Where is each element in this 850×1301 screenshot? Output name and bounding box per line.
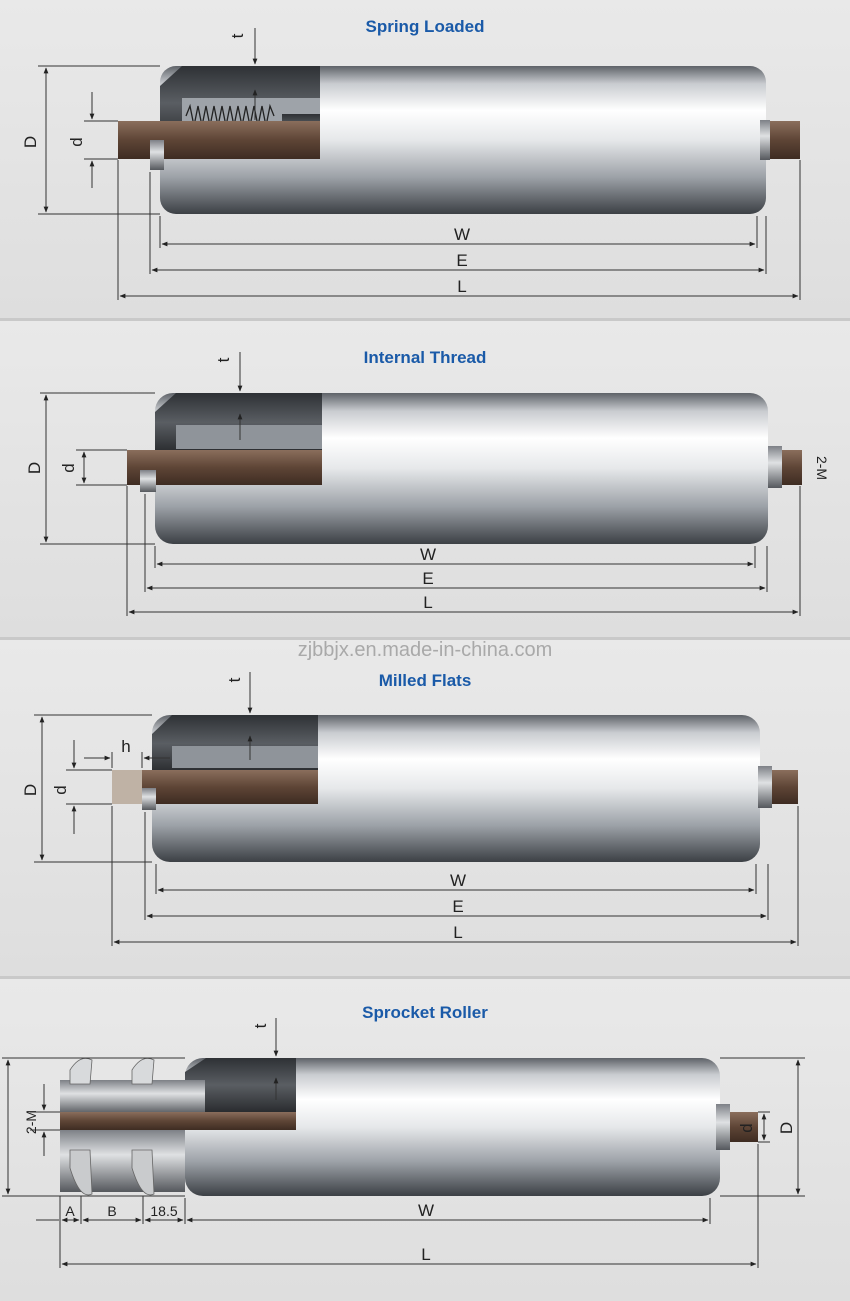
dim-label-W: W bbox=[454, 225, 470, 244]
dim-label-E: E bbox=[422, 569, 433, 588]
dim-label-d: d bbox=[51, 785, 70, 794]
dim-label-offset: 18.5 bbox=[150, 1203, 177, 1219]
milled-flat bbox=[112, 770, 142, 804]
shaft-end bbox=[766, 121, 800, 159]
dim-label-L: L bbox=[457, 277, 466, 296]
dim-label-B: B bbox=[107, 1203, 116, 1219]
dim-label-d: d bbox=[59, 463, 78, 472]
shaft-end bbox=[730, 1112, 758, 1142]
roller-tube bbox=[185, 1058, 720, 1196]
dim-label-t: t bbox=[214, 357, 233, 362]
sprocket-teeth bbox=[69, 1057, 155, 1196]
panel-title-milled-flats: Milled Flats bbox=[378, 671, 472, 690]
milled-flats-dimensions bbox=[34, 672, 799, 946]
dim-label-t: t bbox=[225, 677, 244, 682]
shaft-end bbox=[772, 770, 798, 804]
panel-title-spring-loaded: Spring Loaded bbox=[365, 17, 485, 36]
shaft bbox=[118, 121, 320, 159]
dim-label-t: t bbox=[251, 1023, 270, 1028]
sprocket-roller-dimensions bbox=[2, 1018, 805, 1268]
internal-thread-dimensions bbox=[40, 352, 801, 616]
cutaway-section bbox=[185, 1058, 296, 1112]
dim-label-D: D bbox=[21, 784, 40, 796]
dim-label-D: D bbox=[777, 1122, 796, 1134]
sprocket-roller bbox=[60, 1057, 758, 1196]
dim-label-d: d bbox=[67, 137, 86, 146]
dim-label-E: E bbox=[456, 251, 467, 270]
panel-title-sprocket-roller: Sprocket Roller bbox=[362, 1003, 488, 1022]
inner-bore bbox=[172, 746, 318, 768]
milled-flats-roller bbox=[112, 715, 798, 862]
bearing-housing bbox=[760, 120, 770, 160]
bearing-housing bbox=[758, 766, 772, 808]
dim-label-L: L bbox=[421, 1245, 430, 1264]
divider bbox=[0, 976, 850, 979]
dim-label-t: t bbox=[228, 33, 247, 38]
dim-label-L: L bbox=[423, 593, 432, 612]
spring-loaded-dimensions bbox=[38, 28, 801, 300]
dim-label-E: E bbox=[452, 897, 463, 916]
bearing-housing bbox=[150, 140, 164, 170]
panel-title-internal-thread: Internal Thread bbox=[363, 348, 487, 367]
shaft bbox=[127, 450, 322, 485]
dim-label-A: A bbox=[65, 1203, 75, 1219]
dim-label-W: W bbox=[450, 871, 466, 890]
bearing-housing bbox=[142, 788, 156, 810]
shaft bbox=[60, 1112, 296, 1130]
bearing-housing bbox=[768, 446, 782, 488]
dim-label-W: W bbox=[418, 1201, 434, 1220]
divider bbox=[0, 318, 850, 321]
dim-label-W: W bbox=[420, 545, 436, 564]
dim-label-D: D bbox=[21, 136, 40, 148]
internal-thread-roller bbox=[127, 393, 802, 544]
dim-label-2-M: 2-M bbox=[814, 456, 830, 480]
dim-label-D: D bbox=[25, 462, 44, 474]
dim-label-d: d bbox=[737, 1123, 756, 1132]
dim-label-L: L bbox=[453, 923, 462, 942]
dim-label-2-M: 2-M bbox=[23, 1110, 39, 1134]
spring bbox=[185, 103, 275, 127]
watermark: zjbbjx.en.made-in-china.com bbox=[297, 639, 553, 661]
bearing-housing bbox=[716, 1104, 730, 1150]
bearing-housing bbox=[140, 470, 156, 492]
divider bbox=[0, 637, 850, 640]
shaft-end bbox=[782, 450, 802, 485]
dim-label-h: h bbox=[121, 737, 130, 756]
sprocket-hub bbox=[60, 1080, 205, 1114]
spring-loaded-roller bbox=[118, 66, 800, 214]
inner-bore bbox=[176, 425, 322, 449]
